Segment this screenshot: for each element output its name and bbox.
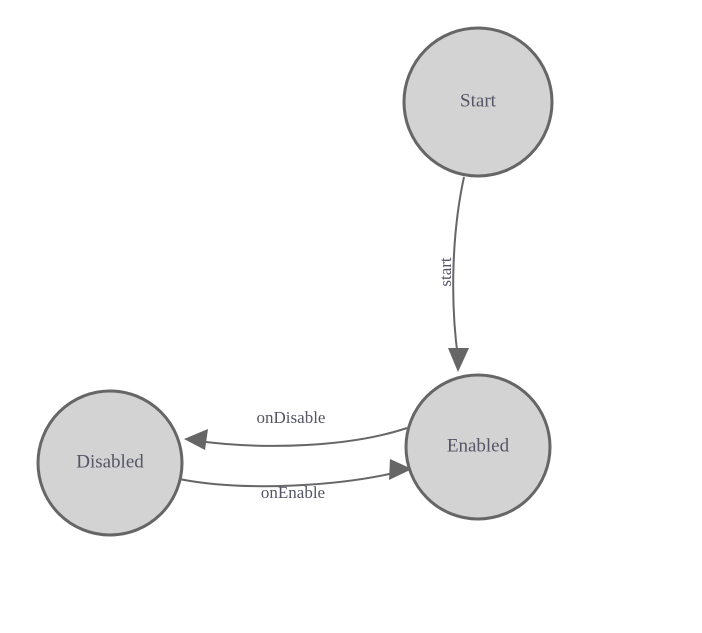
edge-enabled-to-disabled[interactable]: onDisable (184, 408, 408, 450)
node-start[interactable]: Start (402, 26, 554, 178)
edge-disabled-to-enabled-path (178, 471, 399, 488)
edge-enabled-to-disabled-path (197, 427, 408, 447)
node-disabled-circle (36, 389, 184, 537)
node-start-label: Start (460, 90, 497, 111)
edge-start-to-enabled-arrowhead (448, 348, 469, 372)
edge-start-to-enabled[interactable]: start (436, 176, 469, 372)
node-enabled-circle (404, 373, 552, 521)
node-enabled[interactable]: Enabled (404, 373, 552, 521)
edge-label-on-enable: onEnable (261, 483, 325, 502)
edge-start-to-enabled-path (452, 176, 465, 359)
edge-disabled-to-enabled-arrowhead (389, 459, 412, 480)
node-start-circle (402, 26, 554, 178)
edge-disabled-to-enabled[interactable]: onEnable (178, 459, 412, 502)
node-enabled-label: Enabled (447, 435, 510, 456)
edge-label-on-disable: onDisable (257, 408, 326, 427)
edge-enabled-to-disabled-arrowhead (184, 429, 208, 450)
node-disabled-label: Disabled (76, 451, 144, 472)
edge-label-start: start (436, 257, 455, 287)
node-disabled[interactable]: Disabled (36, 389, 184, 537)
